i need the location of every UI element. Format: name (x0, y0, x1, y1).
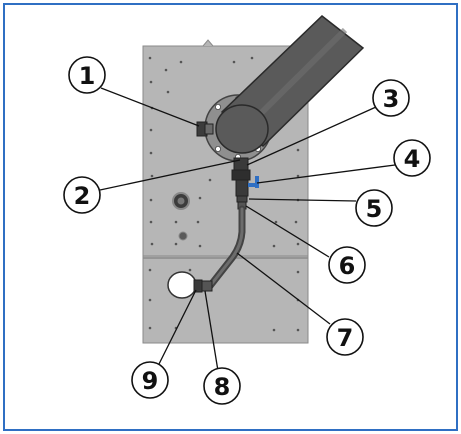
callout-8: 8 (203, 367, 241, 405)
callout-4-label: 4 (404, 145, 421, 173)
lower-connection (167, 271, 213, 299)
callout-6: 6 (328, 246, 366, 284)
panel-sockets (172, 192, 190, 241)
main-pipe (215, 15, 365, 154)
valve-handle (248, 176, 259, 188)
callout-3: 3 (372, 79, 410, 117)
callout-9-label: 9 (142, 367, 159, 395)
side-fitting (196, 121, 214, 137)
callout-2: 2 (63, 176, 101, 214)
callout-8-label: 8 (214, 373, 231, 401)
callout-5-label: 5 (366, 195, 383, 223)
callout-5: 5 (355, 189, 393, 227)
callouts: 1 2 3 4 5 6 7 8 (63, 56, 431, 405)
callout-3-label: 3 (383, 85, 400, 113)
frame-border (3, 3, 458, 431)
callout-7-label: 7 (337, 324, 354, 352)
callout-7: 7 (326, 318, 364, 356)
hose-highlight (208, 207, 244, 288)
callout-1-label: 1 (79, 62, 96, 90)
callout-2-label: 2 (74, 182, 91, 210)
callout-4: 4 (393, 139, 431, 177)
callout-6-label: 6 (339, 252, 356, 280)
callout-1: 1 (68, 56, 106, 94)
callout-9: 9 (131, 361, 169, 399)
leader-lines (99, 87, 396, 372)
